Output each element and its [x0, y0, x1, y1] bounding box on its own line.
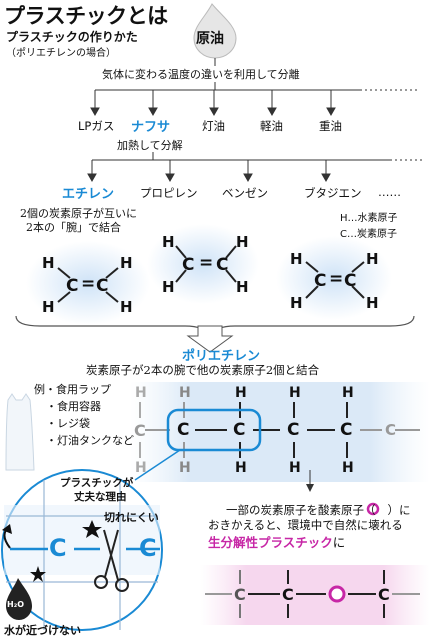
polyethylene-title: ポリエチレン	[182, 349, 261, 364]
oxygen-legend-icon	[366, 502, 380, 516]
example-item: ・灯油タンクなど	[46, 434, 134, 447]
hydrogen-atom: H	[236, 278, 249, 296]
hydrogen-atom: H	[42, 254, 55, 272]
hydrogen-atom: H	[289, 385, 301, 401]
ethylene-desc-2: 2本の「腕」で結合	[26, 221, 121, 234]
product-ethylene: エチレン	[62, 187, 115, 202]
example-item: ・食用容器	[46, 400, 101, 413]
fraction-gasoil: 軽油	[260, 119, 283, 133]
step1-label: 気体に変わる温度の違いを利用して分離	[102, 68, 300, 81]
hydrogen-atom: H	[42, 298, 55, 316]
down-arrow-icon	[186, 325, 234, 353]
step2-label: 加熱して分解	[117, 139, 183, 152]
double-bond: =	[199, 253, 214, 273]
carbon-atom: C	[182, 255, 195, 275]
legend-hydrogen: H…水素原子	[340, 213, 398, 224]
carbon-atom: C	[177, 420, 190, 440]
bio-desc-1: 一部の炭素原子を酸素原子（）に	[226, 503, 411, 517]
hydrogen-atom: H	[120, 254, 133, 272]
carbon-atom: C	[49, 534, 67, 562]
page-title: プラスチックとは	[4, 4, 168, 28]
carbon-atom: C	[282, 585, 294, 604]
hydrogen-atom: H	[162, 278, 175, 296]
fraction-heavyoil: 重油	[319, 119, 342, 133]
carbon-atom: C	[96, 276, 109, 296]
water-label: H₂O	[7, 600, 24, 609]
product-benzene: ベンゼン	[222, 186, 268, 200]
fraction-lpg: LPガス	[78, 119, 115, 133]
hydrogen-atom: H	[162, 233, 175, 251]
bubble-title-1: プラスチックが	[60, 477, 134, 489]
hydrogen-atom: H	[366, 250, 379, 268]
hydrogen-atom: H	[290, 294, 303, 312]
carbon-atom: C	[287, 420, 300, 440]
source-label: 原油	[196, 31, 224, 47]
hydrogen-atom: H	[179, 460, 191, 476]
double-bond: =	[329, 269, 344, 289]
hydrogen-atom: H	[120, 298, 133, 316]
carbon-atom: C	[139, 534, 157, 562]
hydrogen-atom: H	[235, 460, 247, 476]
hydrogen-atom: H	[235, 385, 247, 401]
carbon-atom: C	[234, 585, 246, 604]
fraction-kerosene: 灯油	[202, 119, 225, 133]
bubble-title-2: 丈夫な理由	[74, 491, 127, 503]
carbon-atom: C	[385, 421, 397, 439]
carbon-atom: C	[378, 585, 390, 604]
scissors-icon	[94, 529, 129, 592]
polyethylene-desc: 炭素原子が2本の腕で他の炭素原子2個と結合	[86, 363, 320, 377]
bio-title: 生分解性プラスチックに	[208, 535, 346, 550]
hydrogen-atom: H	[135, 460, 147, 476]
legend-carbon: C…炭素原子	[340, 229, 397, 240]
water-note: 水が近づけない	[4, 624, 81, 637]
double-bond: =	[81, 274, 96, 294]
hydrogen-atom: H	[236, 233, 249, 251]
oxygen-atom	[328, 585, 346, 603]
hydrogen-atom: H	[342, 385, 354, 401]
star-icon	[82, 520, 102, 538]
product-more: ……	[378, 185, 401, 199]
hydrogen-atom: H	[290, 250, 303, 268]
hydrogen-atom: H	[366, 294, 379, 312]
carbon-atom: C	[314, 271, 327, 291]
star-icon	[30, 566, 46, 582]
hydrogen-atom: H	[179, 385, 191, 401]
hydrogen-atom: H	[342, 460, 354, 476]
bio-desc-2: おきかえると、環境中で自然に壊れる	[208, 518, 403, 532]
example-item: ・レジ袋	[46, 417, 90, 430]
hydrogen-atom: H	[135, 385, 147, 401]
product-propylene: プロピレン	[140, 186, 198, 200]
fraction-naphtha: ナフサ	[131, 120, 171, 135]
plastic-bag-icon	[5, 393, 35, 471]
carbon-atom: C	[340, 420, 353, 440]
tough-label: 切れにくい	[104, 511, 159, 524]
product-butadiene: ブタジエン	[304, 186, 362, 200]
carbon-atom: C	[216, 255, 229, 275]
subtitle: プラスチックの作りかた	[6, 30, 138, 44]
ethylene-desc-1: 2個の炭素原子が互いに	[20, 207, 137, 220]
carbon-atom: C	[233, 420, 246, 440]
subtitle-note: （ポリエチレンの場合）	[6, 48, 116, 59]
carbon-atom: C	[66, 276, 79, 296]
example-item: 例・食用ラップ	[34, 383, 111, 396]
water-drop-icon	[6, 578, 32, 620]
hydrogen-atom: H	[289, 460, 301, 476]
carbon-atom: C	[134, 421, 146, 440]
carbon-atom: C	[344, 271, 357, 291]
